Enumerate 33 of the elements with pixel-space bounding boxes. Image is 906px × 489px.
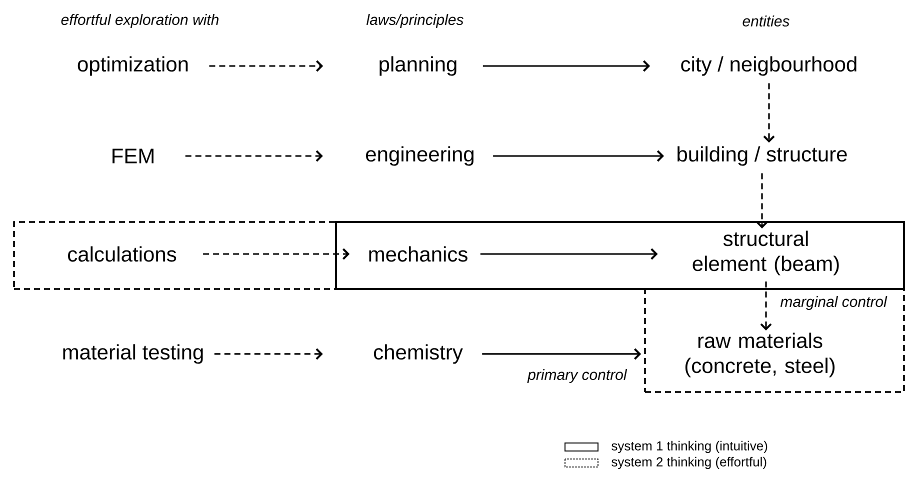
arrow — [763, 83, 775, 143]
column-heading: laws/principles — [366, 14, 464, 28]
node-text: mechanics — [369, 246, 468, 262]
arrow — [203, 248, 350, 260]
node-text: city / neigbourhood — [681, 56, 856, 76]
legend-text: system 1 thinking (intuitive) — [612, 440, 768, 454]
node-text: raw materials (concrete, steel) — [685, 332, 835, 378]
arrow — [209, 60, 324, 72]
arrow — [482, 348, 642, 360]
node-text: planning — [380, 56, 456, 76]
legend-text: system 2 thinking (effortful) — [612, 456, 766, 470]
arrow — [493, 150, 664, 162]
node-text: optimization — [78, 56, 188, 76]
arrow — [482, 60, 650, 72]
column-heading: entities — [742, 15, 790, 26]
node-text: engineering — [366, 146, 474, 166]
dashed-frame — [644, 288, 905, 393]
column-heading: effortful exploration with — [61, 14, 218, 28]
solid-frame — [335, 221, 905, 290]
arrow — [185, 150, 323, 162]
edge-label: primary control — [527, 369, 628, 383]
node-text: FEM — [112, 148, 154, 164]
arrow — [756, 173, 768, 228]
arrow — [760, 281, 772, 330]
arrow — [480, 248, 658, 260]
node-text: chemistry — [374, 344, 463, 364]
node-text: structural element (beam) — [692, 230, 839, 276]
node-text: material testing — [63, 344, 203, 364]
arrow — [214, 348, 323, 360]
dashed-frame — [13, 221, 337, 290]
node-text: building / structure — [678, 146, 847, 166]
edge-label: marginal control — [780, 296, 888, 310]
node-text: calculations — [68, 246, 176, 262]
